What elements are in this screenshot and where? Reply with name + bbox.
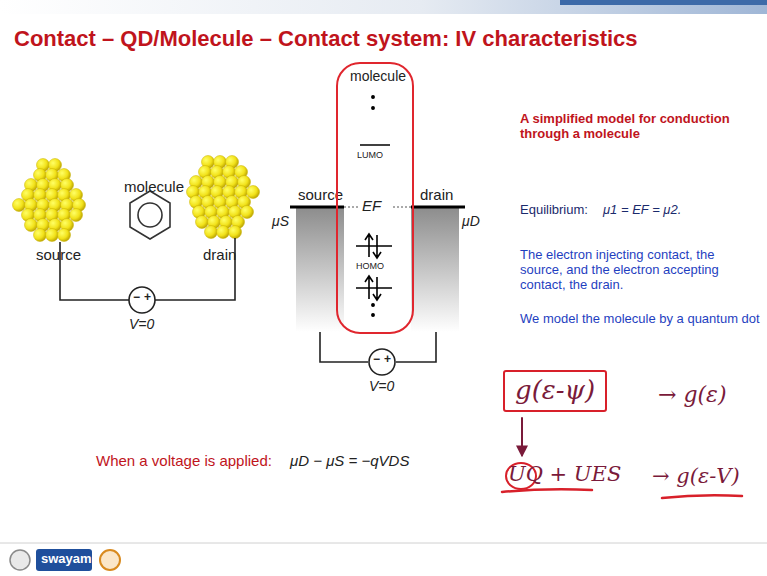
fermi-dotted <box>393 207 411 208</box>
battery-sign: − <box>133 291 140 305</box>
equation: μD − μS = −qVDS <box>290 452 409 469</box>
top-band <box>0 0 767 14</box>
footer-bar <box>0 543 767 576</box>
voltage-label: V=0 <box>369 378 394 394</box>
equation: μ1 = EF = μ2. <box>603 203 681 218</box>
note-text: The electron injecting contact, the sour… <box>520 248 745 293</box>
chemical-potential: μD <box>462 213 480 229</box>
chemical-potential: μS <box>272 213 289 229</box>
molecule-label: molecule <box>350 68 406 84</box>
drain-label: drain <box>420 186 453 203</box>
handwriting-marks <box>502 418 742 498</box>
handwritten-note: → g(ε-V) <box>652 464 740 488</box>
level-label: HOMO <box>356 261 384 271</box>
handwritten-box: g(ε-ψ) <box>503 370 607 412</box>
handwritten-note: UQ + UES <box>508 462 621 486</box>
handwritten-formula: g(ε-ψ) <box>515 376 595 406</box>
logo-text: swayam <box>41 552 92 567</box>
level-label: EF <box>362 197 381 214</box>
note-text: We model the molecule by a quantum dot <box>520 312 760 327</box>
fermi-level <box>411 206 465 209</box>
handwritten-note: → g(ε) <box>658 382 726 407</box>
molecule-label: molecule <box>124 178 184 195</box>
drain-label: drain <box>203 246 236 263</box>
drain-contact <box>411 207 459 332</box>
battery-sign: + <box>384 353 391 367</box>
footer-rule <box>0 543 767 544</box>
gold-contact <box>13 159 86 242</box>
gold-contact <box>187 156 260 239</box>
fermi-dotted <box>344 207 360 208</box>
top-strip <box>560 0 767 5</box>
voltage-label: V=0 <box>129 316 154 332</box>
voltage-note: When a voltage is applied: <box>96 452 272 469</box>
molecule-outline: moleculeLUMO EF HOMO <box>336 62 414 334</box>
circuit-wire <box>320 332 436 375</box>
energy-levels <box>356 96 392 316</box>
battery-sign: + <box>144 291 151 305</box>
swayam-logo <box>36 549 92 571</box>
nptel-logo <box>100 550 120 570</box>
level-label: LUMO <box>357 150 383 160</box>
equation-label: Equilibrium: <box>520 203 588 218</box>
institute-logo <box>10 550 30 570</box>
model-heading: A simplified model for conduction throug… <box>520 112 745 142</box>
benzene-ring <box>130 191 170 239</box>
battery-sign: − <box>373 353 380 367</box>
slide-title: Contact – QD/Molecule – Contact system: … <box>14 26 638 51</box>
source-label: source <box>36 246 81 263</box>
